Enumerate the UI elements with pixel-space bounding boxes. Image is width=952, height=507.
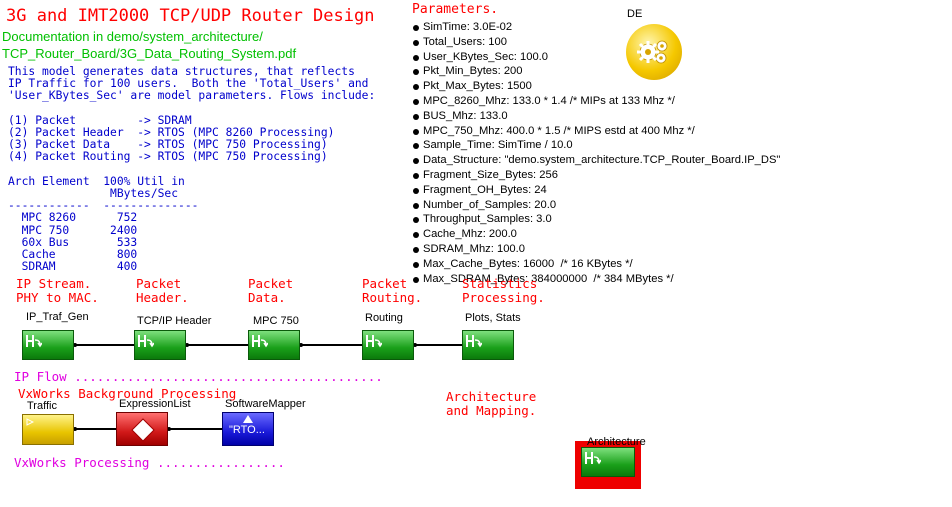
param-item[interactable]: Max_Cache_Bytes: 16000 /* 16 KBytes */	[412, 257, 780, 272]
tcp-ip-header-block[interactable]	[134, 330, 186, 360]
architecture-block[interactable]	[581, 447, 635, 477]
gears-icon	[637, 40, 668, 64]
param-item[interactable]: Data_Structure: "demo.system_architectur…	[412, 153, 780, 168]
stage-label-packet-data: Packet Data.	[248, 276, 294, 305]
parameters-title: Parameters.	[412, 2, 499, 17]
softwaremapper-block[interactable]: "RTO...	[222, 412, 274, 446]
ip-traf-gen-block[interactable]	[22, 330, 74, 360]
block-label-tcp-ip-header: TCP/IP Header	[137, 315, 212, 327]
block-label-softwaremapper: SoftwareMapper	[225, 398, 306, 410]
param-item[interactable]: Number_of_Samples: 20.0	[412, 198, 780, 213]
param-item[interactable]: Fragment_OH_Bytes: 24	[412, 183, 780, 198]
block-label-routing: Routing	[365, 312, 403, 324]
de-director-icon[interactable]	[626, 24, 682, 80]
vxworks-processing-label: VxWorks Processing .................	[14, 455, 285, 470]
page-title: 3G and IMT2000 TCP/UDP Router Design	[6, 6, 375, 26]
param-item[interactable]: SimTime: 3.0E-02	[412, 20, 780, 35]
mpc-750-block[interactable]	[248, 330, 300, 360]
ip-flow-label: IP Flow ................................…	[14, 369, 383, 384]
doc-link-line1[interactable]: Documentation in demo/system_architectur…	[2, 29, 263, 44]
routing-block[interactable]	[362, 330, 414, 360]
param-item[interactable]: BUS_Mhz: 133.0	[412, 109, 780, 124]
triangle-up-icon	[243, 415, 253, 423]
hierarchy-icon	[252, 335, 268, 348]
param-item[interactable]: Pkt_Min_Bytes: 200	[412, 64, 780, 79]
param-item[interactable]: MPC_750_Mhz: 400.0 * 1.5 /* MIPS estd at…	[412, 124, 780, 139]
stage-label-packet-header: Packet Header.	[136, 276, 189, 305]
stage-label-statistics: Statistics Processing.	[462, 276, 545, 305]
stage-label-ip-stream: IP Stream. PHY to MAC.	[16, 276, 99, 305]
parameters-list[interactable]: SimTime: 3.0E-02 Total_Users: 100 User_K…	[412, 20, 780, 286]
vxworks-title: VxWorks Background Processing	[18, 386, 237, 401]
expressionlist-block[interactable]	[116, 412, 168, 446]
param-item[interactable]: Sample_Time: SimTime / 10.0	[412, 138, 780, 153]
param-item[interactable]: SDRAM_Mhz: 100.0	[412, 242, 780, 257]
param-item[interactable]: Pkt_Max_Bytes: 1500	[412, 79, 780, 94]
hierarchy-icon	[366, 335, 382, 348]
model-description: This model generates data structures, th…	[8, 65, 376, 274]
param-item[interactable]: Cache_Mhz: 200.0	[412, 227, 780, 242]
traffic-block[interactable]	[22, 414, 74, 445]
hierarchy-icon	[26, 335, 42, 348]
block-label-traffic: Traffic	[27, 400, 57, 412]
param-item[interactable]: Total_Users: 100	[412, 35, 780, 50]
doc-link-line2[interactable]: TCP_Router_Board/3G_Data_Routing_System.…	[2, 46, 297, 61]
block-label-expressionlist: ExpressionList	[119, 398, 191, 410]
param-item[interactable]: Throughput_Samples: 3.0	[412, 212, 780, 227]
hierarchy-icon	[466, 335, 482, 348]
param-item[interactable]: MPC_8260_Mhz: 133.0 * 1.4 /* MIPs at 133…	[412, 94, 780, 109]
param-item[interactable]: Fragment_Size_Bytes: 256	[412, 168, 780, 183]
play-icon	[26, 418, 34, 426]
block-label-mpc-750: MPC 750	[253, 315, 299, 327]
plots-stats-block[interactable]	[462, 330, 514, 360]
hierarchy-icon	[138, 335, 154, 348]
diamond-icon	[131, 418, 155, 442]
block-label-plots-stats: Plots, Stats	[465, 312, 521, 324]
block-label-ip-traf-gen: IP_Traf_Gen	[26, 311, 89, 323]
hierarchy-icon	[585, 452, 601, 465]
softwaremapper-value: "RTO...	[229, 424, 265, 436]
block-label-architecture: Architecture	[587, 436, 646, 448]
architecture-mapping-label: Architecture and Mapping.	[446, 389, 537, 418]
de-label: DE	[627, 8, 643, 20]
stage-label-packet-routing: Packet Routing.	[362, 276, 423, 305]
param-item[interactable]: Max_SDRAM_Bytes: 384000000 /* 384 MBytes…	[412, 272, 780, 287]
param-item[interactable]: User_KBytes_Sec: 100.0	[412, 50, 780, 65]
